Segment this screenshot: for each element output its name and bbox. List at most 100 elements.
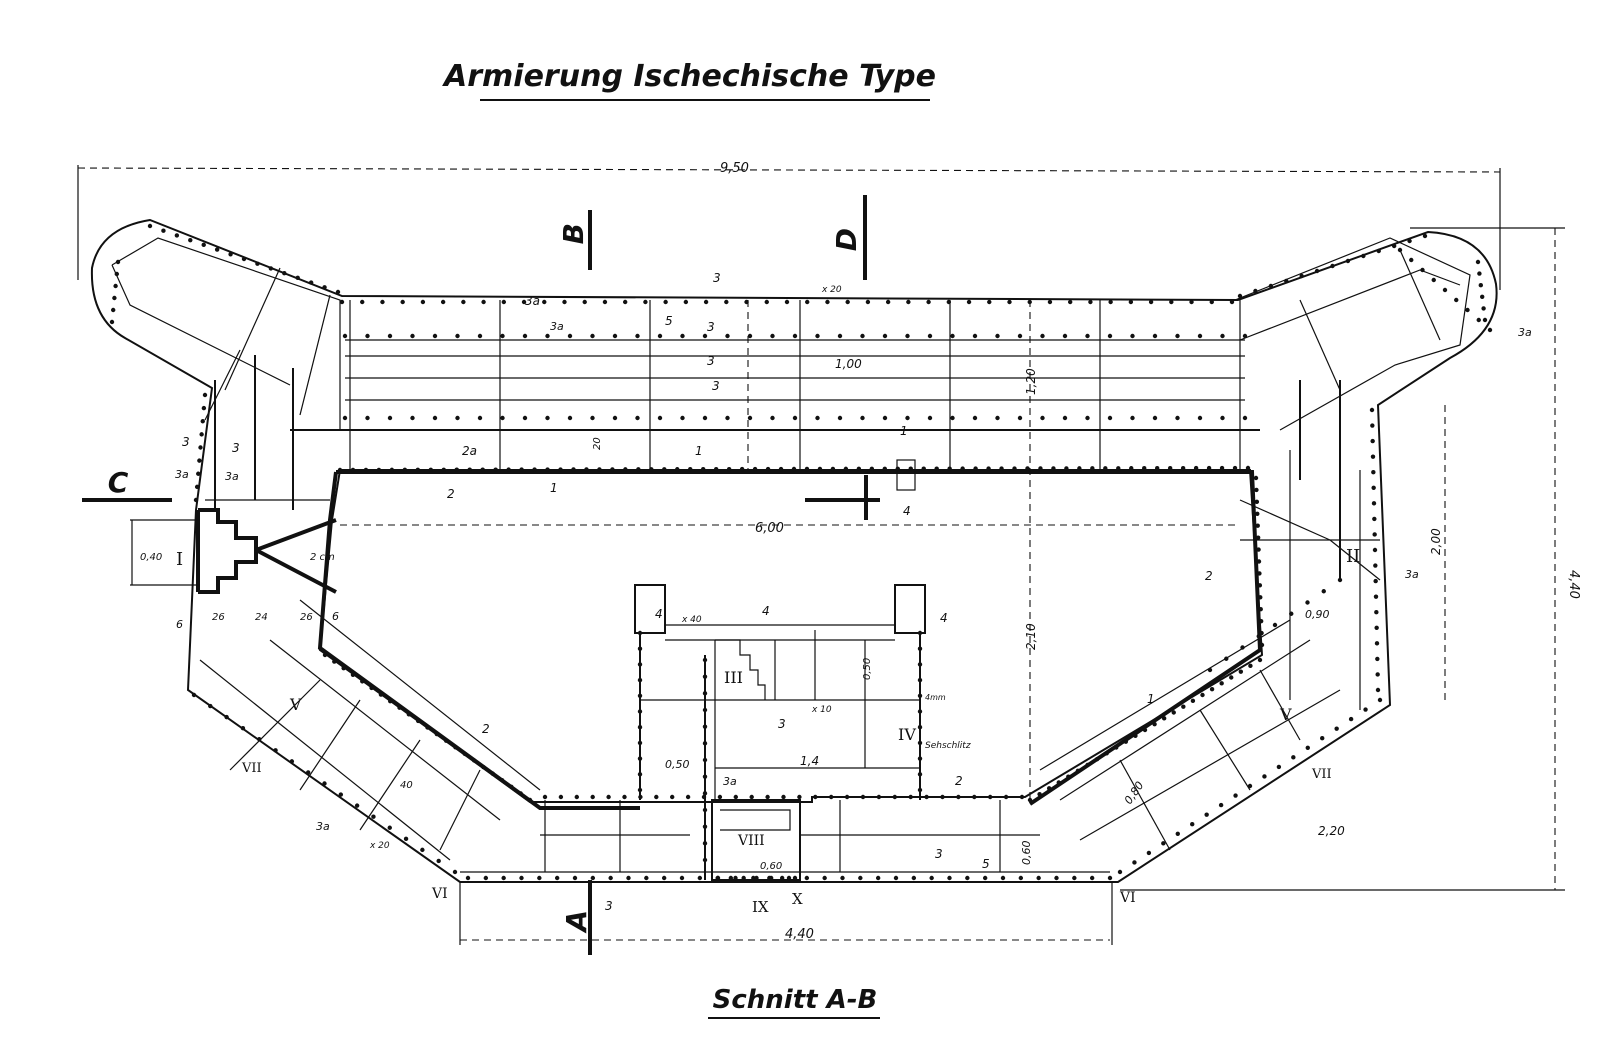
rebar-dot <box>1374 610 1379 615</box>
rebar-dot <box>837 333 843 339</box>
rebar-dot <box>1155 466 1160 471</box>
section-marker-d: D <box>830 195 867 280</box>
rebar-dot <box>322 285 327 290</box>
rebar-dot <box>1330 263 1335 269</box>
rebar-dot <box>1040 415 1045 421</box>
rebar-dot <box>1089 875 1095 881</box>
rebar-dot <box>882 333 888 339</box>
rebar-dot <box>1114 745 1119 750</box>
rebar-dot <box>1180 465 1186 471</box>
rebar-dot <box>927 415 933 421</box>
rebar-dot <box>455 333 460 339</box>
rebar-dot <box>703 299 709 305</box>
rebar-dot <box>1299 273 1304 279</box>
bar-label: 3a <box>525 294 540 308</box>
section-marker-c: C <box>82 466 172 502</box>
rebar-dot <box>558 794 564 800</box>
rebar-dot <box>342 415 348 421</box>
rebar-dot <box>519 467 524 472</box>
opening-label: 0,40 <box>140 552 162 563</box>
rebar-dot <box>637 630 643 636</box>
rebar-dot <box>1017 415 1023 421</box>
rebar-dot <box>1238 669 1244 674</box>
rebar-dot <box>702 791 708 796</box>
rebar-dot <box>843 466 849 472</box>
rebar-dot <box>1066 774 1071 779</box>
rebar-dot <box>1377 697 1383 703</box>
rebar-dot <box>537 875 542 881</box>
rebar-dot <box>454 467 459 472</box>
rebar-dot <box>224 714 229 720</box>
rebar-dot <box>1242 333 1248 339</box>
right-side-label: 2,00 <box>1429 528 1443 555</box>
rebar-dot <box>876 794 882 800</box>
rebar-dot <box>322 652 328 658</box>
rebar-dot <box>767 875 772 881</box>
rebar-dot <box>741 875 746 881</box>
rebar-dot <box>1142 466 1147 471</box>
rebar-dot <box>1094 756 1100 762</box>
rebar-dot <box>522 415 528 421</box>
rebar-dot <box>908 466 913 471</box>
rebar-dot <box>1291 755 1296 760</box>
rebar-dot <box>895 466 900 471</box>
rebar-dot <box>1193 465 1199 471</box>
rebar-dot <box>1369 407 1375 413</box>
rebar-dot <box>637 693 643 698</box>
rebar-dot <box>228 252 233 257</box>
rebar-dot <box>174 233 180 238</box>
rebar-dot <box>572 875 578 881</box>
rebar-dot <box>950 415 955 421</box>
rebar-dot <box>1038 466 1043 471</box>
rebar-dot <box>966 299 972 305</box>
rebar-dot <box>545 467 550 472</box>
rebar-dot <box>360 679 365 684</box>
rebar-dot <box>1025 466 1030 471</box>
rebar-dot <box>840 875 845 881</box>
rebar-dot <box>1361 253 1366 259</box>
rebar-dot <box>637 756 643 761</box>
rebar-dot <box>905 415 910 421</box>
rebar-dot <box>477 415 483 421</box>
rebar-dot <box>322 781 327 786</box>
rebar-dot <box>376 467 382 473</box>
rebar-dot <box>804 875 810 881</box>
rebar-dot <box>860 794 866 800</box>
rebar-dot <box>995 333 1000 339</box>
rebar-dot <box>1209 686 1215 692</box>
two-cm-label: 2 cm <box>310 552 335 563</box>
rebar-dot <box>1371 470 1376 475</box>
rebar-dot <box>917 677 923 683</box>
rebar-dot <box>784 299 790 305</box>
rebar-dot <box>805 299 810 305</box>
inner-main-bar-left <box>317 471 640 810</box>
rebar-dot <box>188 237 193 243</box>
rebar-dot <box>295 275 300 281</box>
rebar-dot <box>917 630 923 636</box>
rebar-dot <box>845 299 850 305</box>
rebar-dot <box>688 467 693 472</box>
rebar-dot <box>965 875 970 881</box>
rebar-dot <box>499 778 505 783</box>
rebar-dot <box>1420 267 1425 273</box>
rebar-dot <box>680 415 685 421</box>
rebar-dot <box>201 405 207 411</box>
rebar-dot <box>113 283 118 289</box>
rebar-dot <box>501 299 507 305</box>
rebar-dot <box>443 738 449 743</box>
rebar-dot <box>1054 875 1059 881</box>
rebar-dot <box>1242 415 1248 421</box>
rebar-dot <box>1116 466 1121 471</box>
overall-width-dimension-line <box>77 167 1501 173</box>
rebar-dot <box>702 724 708 729</box>
rebar-dot <box>554 875 560 881</box>
bar-label: 3a <box>1518 326 1532 339</box>
bar-label: 2 <box>447 487 455 501</box>
rebar-dot <box>702 774 708 779</box>
rebar-dot <box>1046 786 1052 791</box>
rebar-dot <box>764 299 769 305</box>
rebar-dot <box>337 467 343 473</box>
rebar-dot <box>947 875 952 881</box>
rebar-dot <box>1363 707 1368 712</box>
rebar-dot <box>1003 794 1009 800</box>
